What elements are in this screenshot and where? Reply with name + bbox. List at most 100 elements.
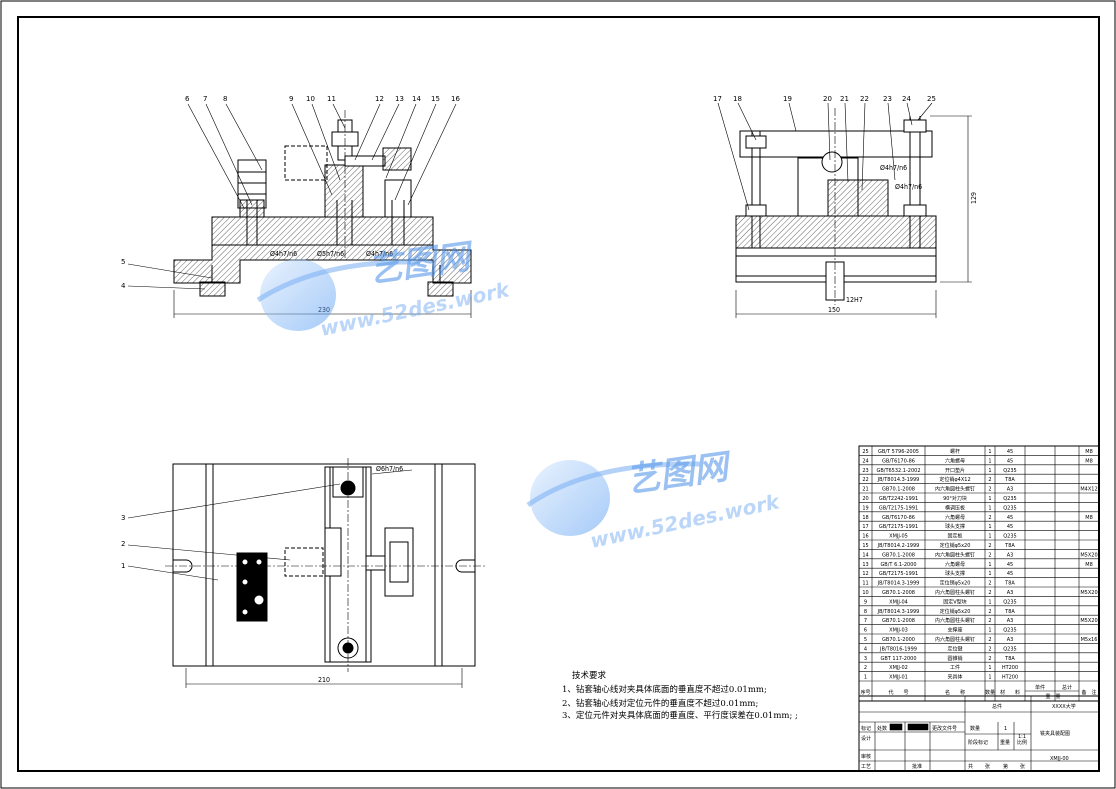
bom-name: 开口垫片 [945,467,965,474]
bom-material: HT200 [1002,665,1018,671]
bom-code: GB/T2175-1991 [879,571,918,577]
bom-qty: 2 [988,637,991,643]
part-label: 17 [713,95,722,103]
bom-code: GB/T6532.1-2002 [876,468,920,474]
row-label: 处数 [877,725,887,732]
bom-qty: 2 [988,590,991,596]
bom-qty: 1 [988,468,991,474]
bom-code: JB/T8014.2-1999 [877,543,920,549]
bom-qty: 2 [988,581,991,587]
workpiece-phantom-plan [284,547,324,577]
part-label: 20 [823,95,832,103]
pin [253,594,265,606]
bom-material: T8A [1004,656,1015,662]
bom-code: GB/T6170-86 [882,515,915,521]
bom-qty: 1 [988,571,991,577]
bom-code: GB70.1-2000 [882,637,915,643]
row-label: 工艺 [861,764,871,770]
bom-qty: 2 [988,618,991,624]
bom-name: 定位键 [947,645,962,652]
notes-line: 3、定位元件对夹具体底面的垂直度、平行度误差在0.01mm; ; [562,710,798,721]
part-label: 19 [783,95,792,103]
bom-code: JB/T8014.3-1999 [877,581,920,587]
notes-title: 技术要求 [572,670,607,681]
bom-code: GB/T6170-86 [882,458,915,464]
bom-header: 备 注 [1081,689,1096,696]
fit-label: Ø4h7/n6 [880,164,907,172]
bom-no: 12 [862,571,868,577]
bom-name: 内六角圆柱头螺钉 [935,589,975,596]
bom-qty: 1 [988,534,991,540]
bom-no: 6 [864,628,867,634]
row-label: 设计 [861,735,871,742]
bom-code: JB/T8014.3-1999 [877,609,920,615]
bom-name: 六角螺母 [945,457,965,464]
part-label: 8 [223,95,227,103]
bom-code: JB/T8016-1999 [879,646,917,652]
part-label: 16 [451,95,460,103]
bom-note: M5X20 [1080,552,1097,558]
bom-no: 2 [864,665,867,671]
bom-qty: 2 [988,646,991,652]
bom-code: JB/T8014.3-1999 [877,477,920,483]
bom-no: 5 [864,637,867,643]
bom-note: M5X20 [1080,618,1097,624]
school-name: XXXX大学 [1052,703,1076,710]
clamp-block-right [382,147,412,171]
side-body [735,215,937,249]
bom-no: 14 [862,552,868,558]
bom-material: A3 [1007,637,1014,643]
bom-material: T8A [1004,543,1015,549]
pin [241,608,249,616]
fit-label: Ø4h7/n6 [366,250,393,258]
part-label: 18 [733,95,742,103]
watermark-globe [530,460,610,536]
bom-qty: 1 [988,524,991,530]
plan-label-group: 3 2 1 Ø6h7/n6 210 [121,465,403,684]
bom-qty: 2 [988,543,991,549]
bom-header: 总计 [1062,684,1072,691]
plan-leaders [127,469,413,581]
part-label: 6 [185,95,190,103]
watermark-url: www.52des.work [588,489,783,553]
bom-code: XMJJ-05 [889,534,908,540]
bom-material: A3 [1007,552,1014,558]
bom-name: 球头支撑 [945,523,965,530]
row-label: 批准 [912,763,922,770]
bom-qty: 1 [988,665,991,671]
bom-name: 支撑座 [947,627,962,634]
part-label: 9 [289,95,293,103]
sheet-label: 共 [968,763,973,770]
part-label: 23 [883,95,892,103]
inner-border [17,16,1100,772]
bom-code: GB/T2175-1991 [879,524,918,530]
bom-material: 45 [1007,449,1013,455]
workpiece-phantom [284,145,328,181]
side-view [735,108,972,318]
drawing-title: 铣夹具装配图 [1040,730,1070,737]
row-label: 更改文件号 [932,725,957,732]
bom-name: 横调压板 [945,504,965,511]
dimension-label: 129 [970,192,978,204]
vblock-side [827,179,889,217]
bom-header: 数量 [985,689,995,696]
bom-material: HT200 [1002,675,1018,681]
support-base-left [239,199,265,218]
part-label: 13 [395,95,404,103]
bom-material: 45 [1007,515,1013,521]
bom-qty: 2 [988,487,991,493]
bom-no: 20 [862,496,868,502]
bom-qty: 2 [988,515,991,521]
bom-material: 45 [1007,458,1013,464]
bom-code: XMJJ-03 [889,628,908,634]
bom-no: 11 [862,581,868,587]
part-label: 15 [431,95,440,103]
bom-no: 18 [862,515,868,521]
bom-no: 8 [864,609,867,615]
technical-notes: 技术要求 1、钻套轴心线对夹具体底面的垂直度不超过0.01mm; 2、钻套轴心线… [562,670,798,721]
part-label: 1 [121,562,125,570]
bom-header: 代 号 [888,689,908,696]
bom-qty: 1 [988,458,991,464]
bom-note: M8 [1085,562,1093,568]
